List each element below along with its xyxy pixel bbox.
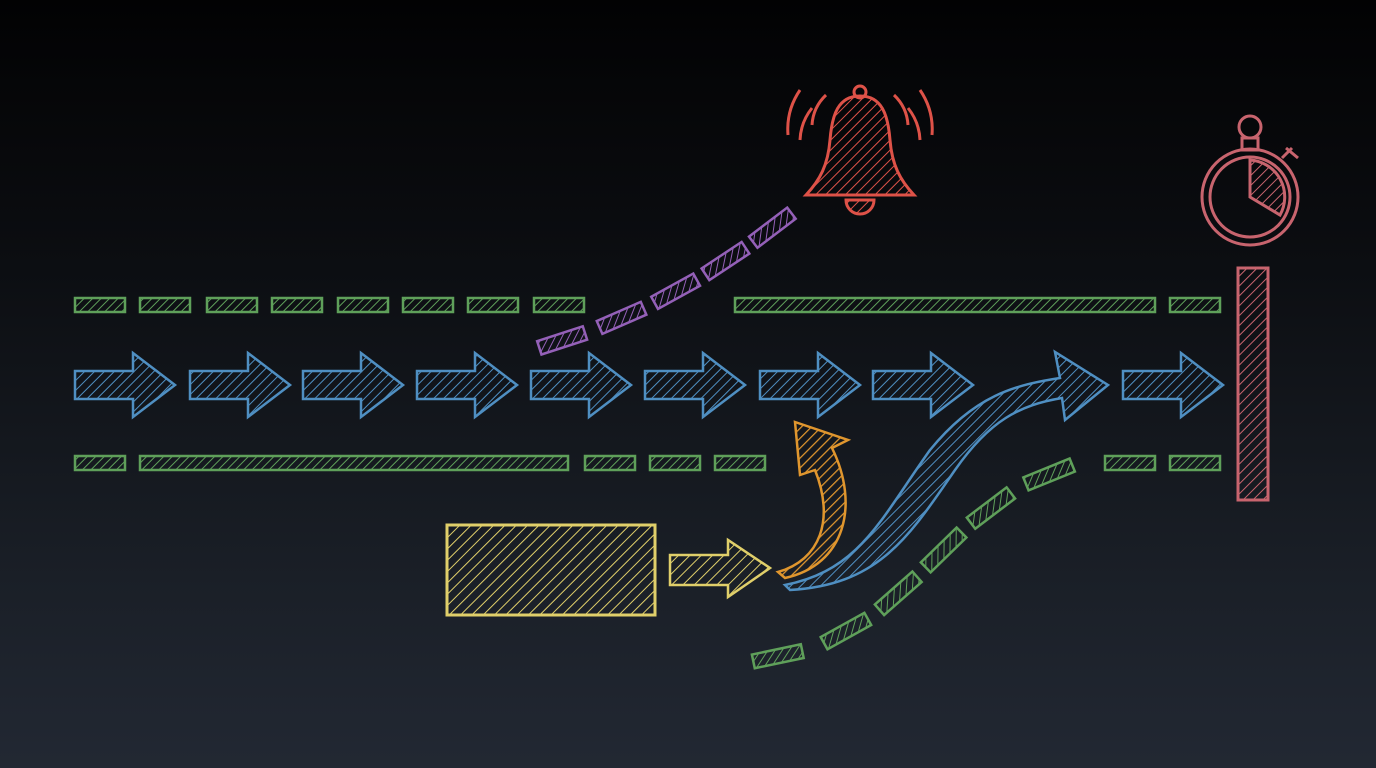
curved-arrow-icon bbox=[775, 420, 852, 580]
arrow-right-icon bbox=[529, 350, 634, 420]
arrow-right-icon bbox=[188, 350, 293, 420]
merging-curved-arrow bbox=[782, 349, 1111, 592]
arrow-right-icon bbox=[301, 350, 406, 420]
lane-dash bbox=[733, 296, 1157, 314]
lane-dash bbox=[73, 296, 127, 314]
notification-dash bbox=[535, 324, 589, 357]
lane-dash bbox=[1103, 454, 1157, 472]
arrow-right-icon bbox=[758, 350, 863, 420]
arrow-right-icon bbox=[871, 350, 976, 420]
arrow-right-icon bbox=[73, 350, 178, 420]
lane-dash bbox=[205, 296, 259, 314]
lane-dash bbox=[713, 454, 767, 472]
lane-dash bbox=[1168, 296, 1222, 314]
deadline-bar bbox=[1236, 266, 1270, 502]
blocking-rectangle bbox=[445, 523, 657, 617]
lane-dash bbox=[648, 454, 702, 472]
notification-dash bbox=[699, 240, 752, 282]
lane-dash bbox=[532, 296, 586, 314]
lane-dash bbox=[1168, 454, 1222, 472]
lane-dash bbox=[336, 296, 390, 314]
notification-path-dashes bbox=[535, 205, 798, 357]
lane-dash bbox=[270, 296, 324, 314]
lane-dash bbox=[138, 296, 192, 314]
lane-dash bbox=[73, 454, 127, 472]
lane-dash bbox=[818, 611, 873, 652]
flow-arrows bbox=[73, 350, 1226, 420]
lane-bottom-dashes bbox=[73, 454, 1222, 472]
stopwatch-icon bbox=[1200, 114, 1300, 247]
lane-curved-dashes bbox=[750, 456, 1077, 670]
arrow-right-icon bbox=[668, 537, 773, 600]
arrow-right-icon bbox=[415, 350, 520, 420]
lane-dash bbox=[873, 569, 924, 617]
lane-dash bbox=[138, 454, 570, 472]
lane-dash bbox=[583, 454, 637, 472]
lane-dash bbox=[965, 485, 1017, 531]
arrow-right-icon bbox=[643, 350, 748, 420]
notification-dash bbox=[595, 300, 649, 336]
lane-dash bbox=[919, 525, 969, 575]
lane-dash bbox=[1021, 456, 1077, 492]
lane-dash bbox=[466, 296, 520, 314]
lane-top-dashes bbox=[73, 296, 1222, 314]
bell-icon bbox=[786, 84, 934, 216]
notification-dash bbox=[747, 205, 798, 250]
notification-dash bbox=[649, 271, 702, 311]
lane-dash bbox=[401, 296, 455, 314]
arrow-right-icon bbox=[1121, 350, 1226, 420]
lane-dash bbox=[750, 642, 806, 670]
